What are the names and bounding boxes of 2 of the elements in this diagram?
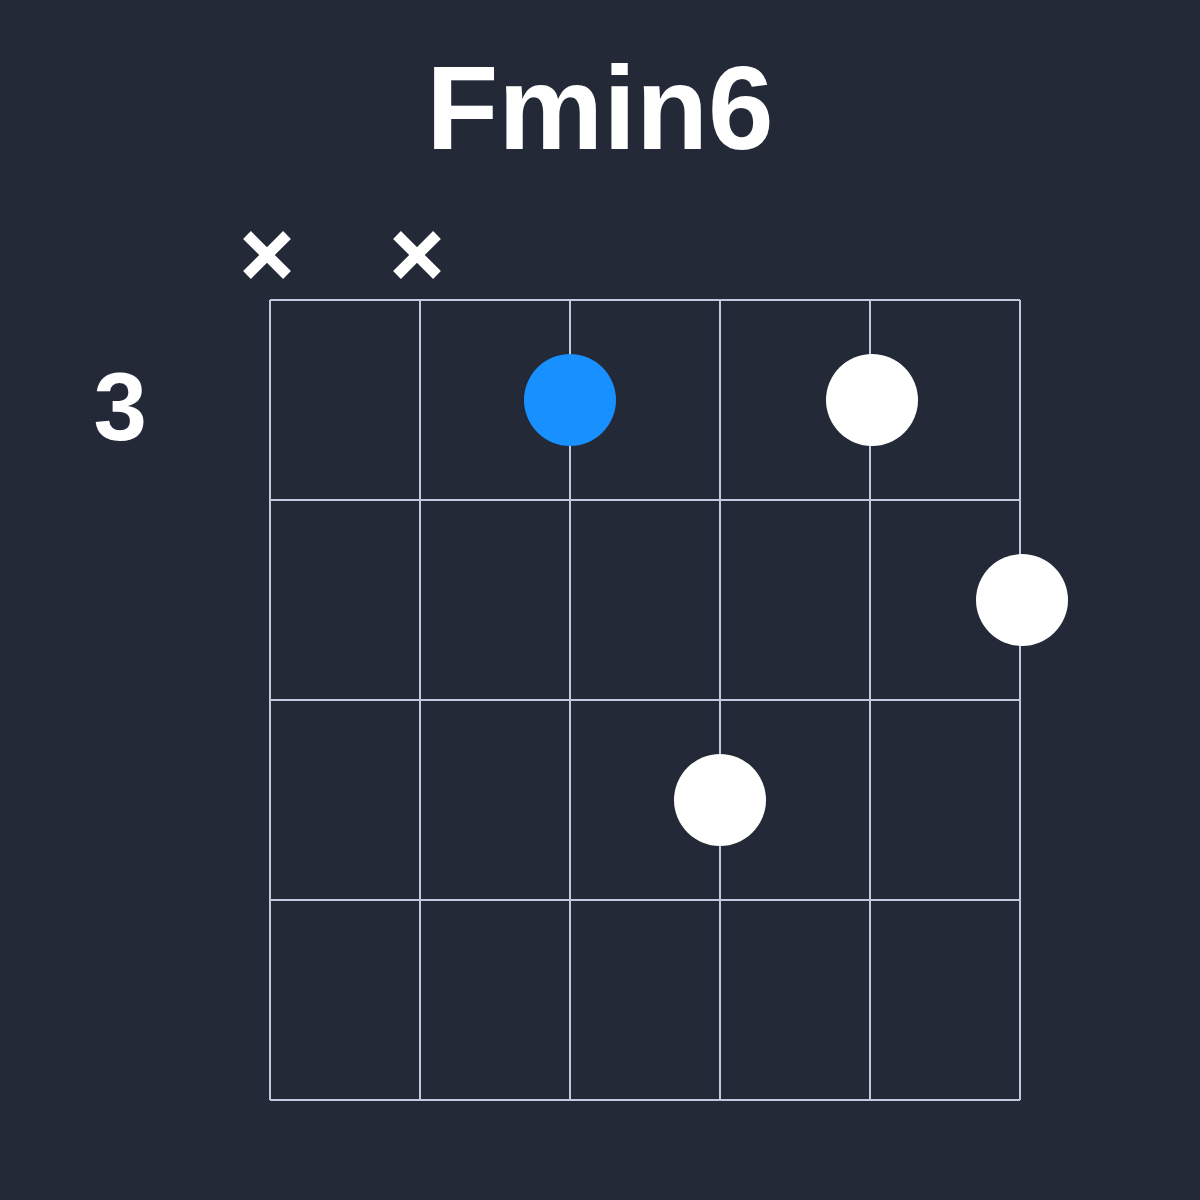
fret-number: 3 (93, 359, 147, 455)
chord-title: Fmin6 (426, 49, 774, 167)
